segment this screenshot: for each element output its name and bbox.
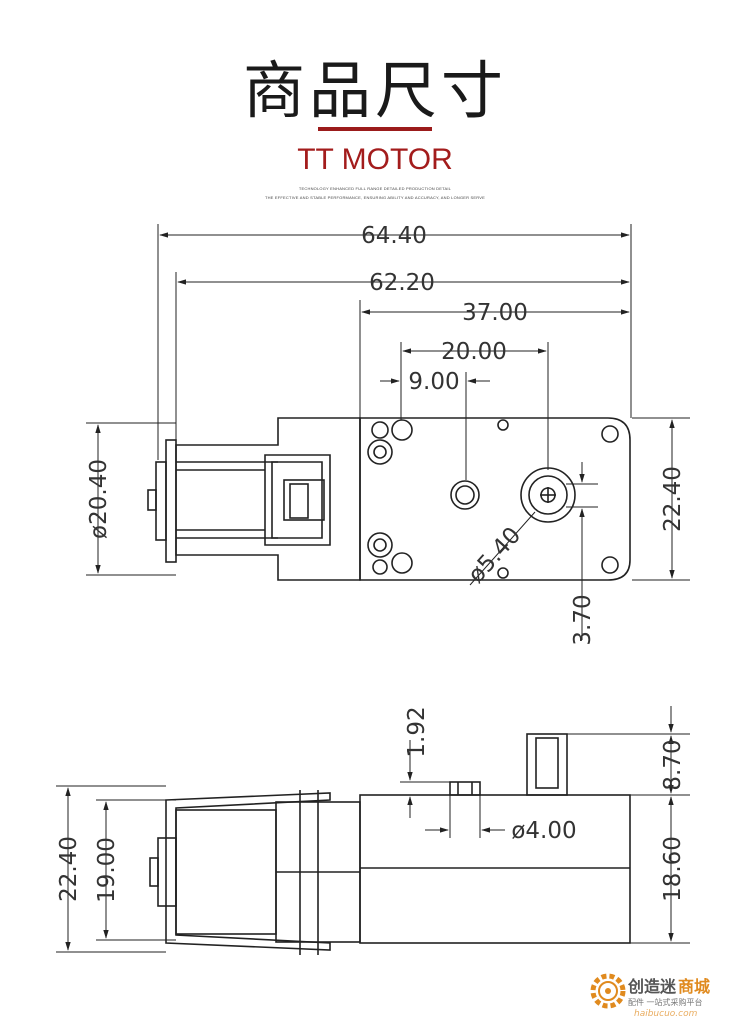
dim-body-length: 62.20: [369, 270, 435, 296]
watermark-logo: 创造迷 商城 配件 一站式采购平台 haibucuo.com: [590, 973, 710, 1019]
dim-gearbox-length: 37.00: [462, 300, 528, 326]
dim-shaft-offset: 20.00: [441, 339, 507, 365]
dim-body-height: 18.60: [660, 836, 686, 902]
watermark-url: haibucuo.com: [634, 1009, 698, 1019]
top-view-dimension-lines: [86, 224, 690, 640]
dim-gearbox-height: 22.40: [660, 466, 686, 532]
side-view-outline: [149, 733, 631, 955]
dim-flat: 3.70: [570, 594, 596, 645]
side-view-dimension-lines: [56, 706, 690, 953]
gear-icon: [590, 973, 626, 1009]
dim-hole-offset: 9.00: [408, 369, 459, 395]
dim-motor-height: 19.00: [94, 837, 120, 903]
top-view-outline: [147, 417, 631, 581]
fine-print-line-1: TECHNOLOGY ENHANCED FULL RANGE DETAILED …: [298, 186, 452, 191]
dim-overall-length: 64.40: [361, 223, 427, 249]
dim-outer-height: 22.40: [56, 836, 82, 902]
dim-shaft-diameter: ø5.40: [463, 522, 526, 588]
product-name: TT MOTOR: [297, 143, 453, 176]
dim-shaft-height: 8.70: [660, 739, 686, 790]
page-title: 商品尺寸: [242, 54, 507, 127]
title-underline: [318, 127, 432, 131]
dim-motor-diameter: ø20.40: [86, 459, 112, 539]
watermark-brand-suffix: 商城: [678, 977, 710, 996]
dim-boss-height: 1.92: [404, 706, 430, 757]
watermark-brand: 创造迷: [627, 977, 677, 996]
fine-print-line-2: THE EFFECTIVE AND STABLE PERFORMANCE, EN…: [264, 195, 486, 200]
dim-boss-diameter: ø4.00: [511, 818, 576, 844]
watermark-tagline: 配件 一站式采购平台: [628, 997, 703, 1007]
